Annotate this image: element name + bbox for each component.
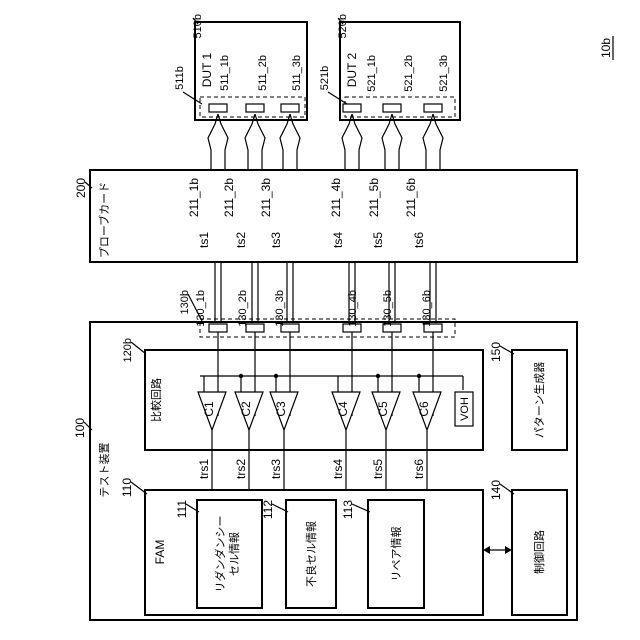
junction [376,374,380,378]
terminal-ref: 130_6b [421,290,433,327]
comparator-label: C2 [239,401,253,417]
junction [239,374,243,378]
channel-label: ts3 [269,232,283,248]
fam-title: FAM [153,540,167,565]
tester-ref: 100 [73,418,87,438]
comparator-label: C4 [336,401,350,417]
dut-pad [209,104,227,112]
channel-label: ts5 [371,232,385,248]
control-title: 制御回路 [532,530,546,574]
dut1-title: DUT 1 [200,52,214,87]
dut2-pad-ref: 521_3b [438,55,450,92]
fam-block-ref: 112 [261,500,275,519]
probe-card-ref: 200 [74,178,88,198]
needle-ref: 211_6b [404,178,418,217]
dut-pad [424,104,442,112]
probe-card-title: プローブカード [97,182,111,258]
probe-needle [280,114,300,172]
dut2-pad-ref: 521_2b [403,55,415,92]
result-label: trs1 [197,459,211,479]
dut2-pad-ref: 521_1b [366,55,378,92]
comparator-label: C5 [376,401,390,417]
defect-info-label: 不良セル情報 [304,521,318,587]
voh-label: VOH [459,397,471,421]
probe-needle [245,114,265,172]
dut-pad [281,104,299,112]
probe-needle [423,114,443,172]
fam-block-ref: 113 [341,500,355,519]
comparator-label: C6 [417,401,431,417]
needle-ref: 211_4b [329,178,343,217]
dut1-pad-ref: 511_3b [291,55,303,91]
fam-ref: 110 [120,478,134,497]
pattern-gen-ref: 150 [489,342,503,362]
probe-needles [208,114,443,172]
comparator-title: 比較回路 [149,378,163,422]
comparator-label: C3 [274,401,288,417]
dut1-group-ref: 511b [174,66,186,90]
tester-title: テスト装置 [98,443,111,498]
channel-label: ts1 [197,232,211,248]
result-label: trs2 [234,459,248,479]
probe-needle [382,114,402,172]
result-label: trs4 [331,459,345,479]
result-label: trs6 [412,459,426,479]
terminal-group-ref: 130b [179,290,191,314]
dut-pad [343,104,361,112]
result-label: trs3 [269,459,283,479]
dut2-title: DUT 2 [345,52,359,87]
dut2-ref: 520b [337,14,349,38]
terminal-ref: 130_4b [347,290,359,327]
channel-label: ts2 [234,232,248,248]
dut2-group-ref: 521b [319,66,331,90]
repair-info-label: リペア情報 [390,527,403,582]
result-label: trs5 [371,459,385,479]
terminal-pad [209,324,227,332]
channel-label: ts6 [412,232,426,248]
junction [417,374,421,378]
terminal-ref: 130_3b [274,290,286,327]
probe-needle [208,114,228,172]
dut-pad [246,104,264,112]
fam-block-ref: 111 [175,500,189,519]
needle-ref: 211_2b [222,178,236,217]
comparator-ref: 120b [122,338,134,362]
terminal-ref: 130_2b [237,290,249,327]
probe-needle [342,114,362,172]
channel-label: ts4 [331,232,345,248]
needle-ref: 211_5b [367,178,381,217]
dut1-ref: 510b [192,14,204,38]
figure-ref: 10b [599,38,613,58]
needle-ref: 211_1b [187,178,201,217]
needle-ref: 211_3b [259,178,273,217]
junction [274,374,278,378]
dut1-pad-ref: 511_2b [257,55,269,91]
terminal-ref: 130_5b [382,290,394,327]
redundancy-info-label-2: セル情報 [228,532,241,576]
pattern-gen-title: パターン生成器 [532,362,546,438]
comparator-label: C1 [202,401,216,417]
control-ref: 140 [489,480,503,500]
dut-pad [383,104,401,112]
dut1-pad-ref: 511_1b [219,55,231,91]
terminal-ref: 130_1b [195,290,207,327]
redundancy-info-label-1: リダンダンシー [213,516,227,593]
